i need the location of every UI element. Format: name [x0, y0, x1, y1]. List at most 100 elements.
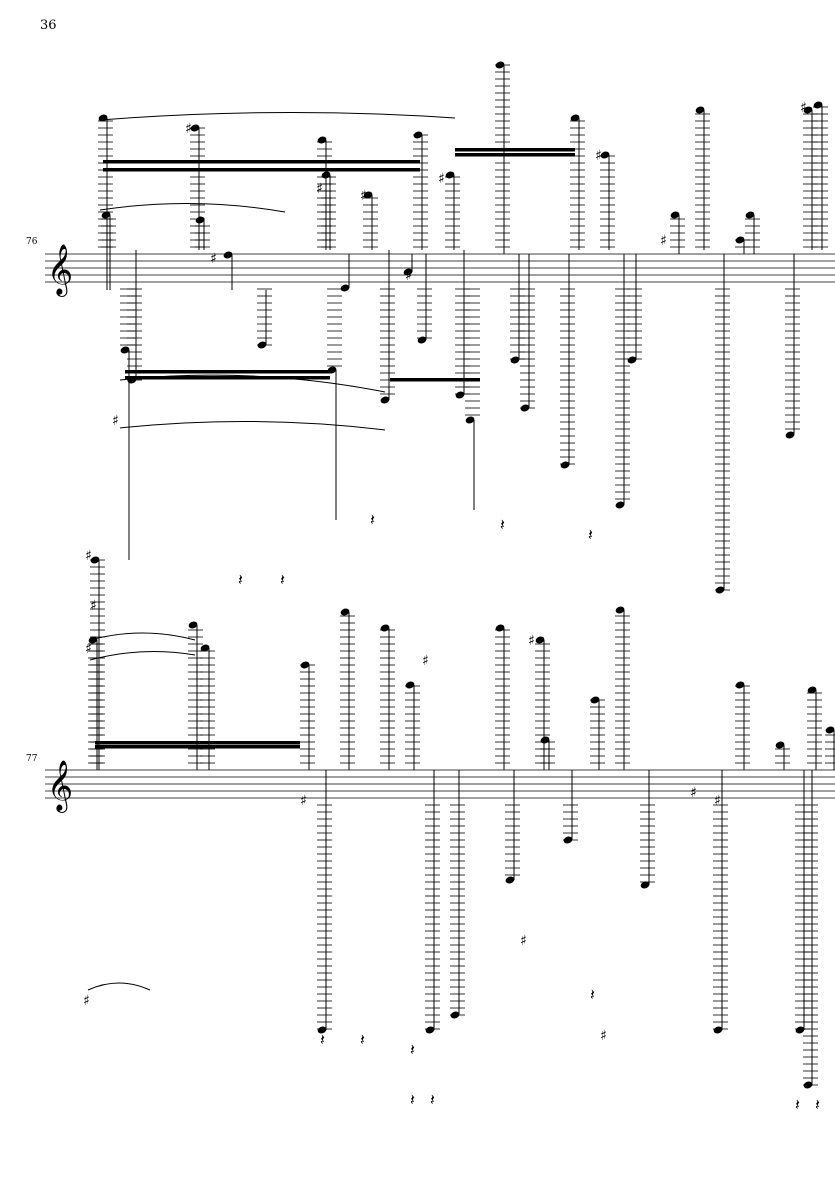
rest-icon: 𝄽 — [795, 1095, 800, 1114]
sharp-icon: ♯ — [210, 251, 217, 267]
notehead — [300, 661, 310, 669]
tie-slur — [89, 650, 196, 661]
beam — [455, 148, 575, 152]
tie-slur — [99, 203, 286, 213]
rest-icon: 𝄽 — [320, 1030, 325, 1049]
sharp-icon: ♯ — [300, 793, 307, 809]
treble-clef-icon: 𝄞 — [47, 244, 73, 297]
notehead — [200, 644, 210, 652]
notehead — [735, 681, 745, 689]
rest-icon: 𝄽 — [280, 570, 285, 589]
sharp-icon: ♯ — [316, 181, 323, 197]
rest-icon: 𝄽 — [590, 985, 595, 1004]
notehead — [520, 404, 530, 412]
tie-slur — [119, 420, 386, 431]
notehead — [715, 586, 725, 594]
notehead — [670, 211, 680, 219]
notehead — [425, 1026, 435, 1034]
rest-icon: 𝄽 — [410, 1040, 415, 1059]
treble-clef-icon: 𝄞 — [47, 760, 73, 813]
notehead — [317, 136, 327, 144]
notehead — [340, 608, 350, 616]
sharp-icon: ♯ — [690, 785, 697, 801]
notehead — [745, 211, 755, 219]
beam — [125, 370, 330, 374]
sharp-icon: ♯ — [360, 188, 367, 204]
page-number: 36 — [40, 18, 57, 33]
notehead — [615, 606, 625, 614]
sharp-icon: ♯ — [660, 233, 667, 249]
sharp-icon: ♯ — [85, 641, 92, 657]
measure-number-76: 76 — [26, 237, 38, 247]
rest-icon: 𝄽 — [360, 1030, 365, 1049]
rest-icon: 𝄽 — [588, 525, 593, 544]
sharp-icon: ♯ — [438, 171, 445, 187]
rest-icon: 𝄽 — [410, 1090, 415, 1109]
notehead — [825, 726, 835, 734]
rest-icon: 𝄽 — [238, 570, 243, 589]
rest-icon: 𝄽 — [370, 510, 375, 529]
notehead — [90, 556, 100, 564]
notehead — [813, 101, 823, 109]
beam — [95, 741, 300, 745]
notehead — [101, 211, 111, 219]
notehead — [570, 114, 580, 122]
notehead — [590, 696, 600, 704]
notehead — [450, 1011, 460, 1019]
notehead — [535, 636, 545, 644]
beam — [103, 160, 420, 164]
notehead — [735, 236, 745, 244]
notehead — [445, 171, 455, 179]
sharp-icon: ♯ — [185, 121, 192, 137]
notehead — [775, 741, 785, 749]
notehead — [803, 106, 813, 114]
notehead — [363, 191, 373, 199]
notehead — [560, 461, 570, 469]
beam — [455, 153, 575, 157]
notehead — [403, 268, 413, 276]
notehead — [627, 356, 637, 364]
notehead — [188, 621, 198, 629]
notehead — [540, 736, 550, 744]
notehead — [413, 131, 423, 139]
sharp-icon: ♯ — [405, 268, 412, 284]
notehead — [417, 336, 427, 344]
tie-slur — [89, 632, 196, 641]
measure-number-77: 77 — [26, 754, 38, 764]
sharp-icon: ♯ — [520, 933, 527, 949]
sharp-icon: ♯ — [422, 653, 429, 669]
sharp-icon: ♯ — [800, 100, 807, 116]
notehead — [190, 124, 200, 132]
rest-icon: 𝄽 — [815, 1095, 820, 1114]
sharp-icon: ♯ — [85, 548, 92, 564]
beam — [103, 168, 420, 172]
notehead — [640, 881, 650, 889]
tie-slur — [99, 111, 456, 121]
notehead — [380, 396, 390, 404]
notehead — [495, 624, 505, 632]
sharp-icon: ♯ — [83, 993, 90, 1009]
notehead — [223, 251, 233, 259]
sharp-icon: ♯ — [600, 1028, 607, 1044]
notehead — [465, 416, 475, 424]
notehead — [257, 341, 267, 349]
notehead — [405, 681, 415, 689]
sharp-icon: ♯ — [90, 598, 97, 614]
notehead — [195, 216, 205, 224]
rest-icon: 𝄽 — [500, 515, 505, 534]
notehead — [807, 686, 817, 694]
notehead — [600, 151, 610, 159]
sharp-icon: ♯ — [528, 633, 535, 649]
notehead — [695, 106, 705, 114]
notehead — [615, 501, 625, 509]
notehead — [495, 61, 505, 69]
notehead — [321, 171, 331, 179]
notehead — [785, 431, 795, 439]
notehead — [713, 1026, 723, 1034]
sharp-icon: ♯ — [112, 413, 119, 429]
notehead — [317, 1026, 327, 1034]
notehead — [803, 1081, 813, 1089]
notehead — [380, 624, 390, 632]
rest-icon: 𝄽 — [430, 1090, 435, 1109]
